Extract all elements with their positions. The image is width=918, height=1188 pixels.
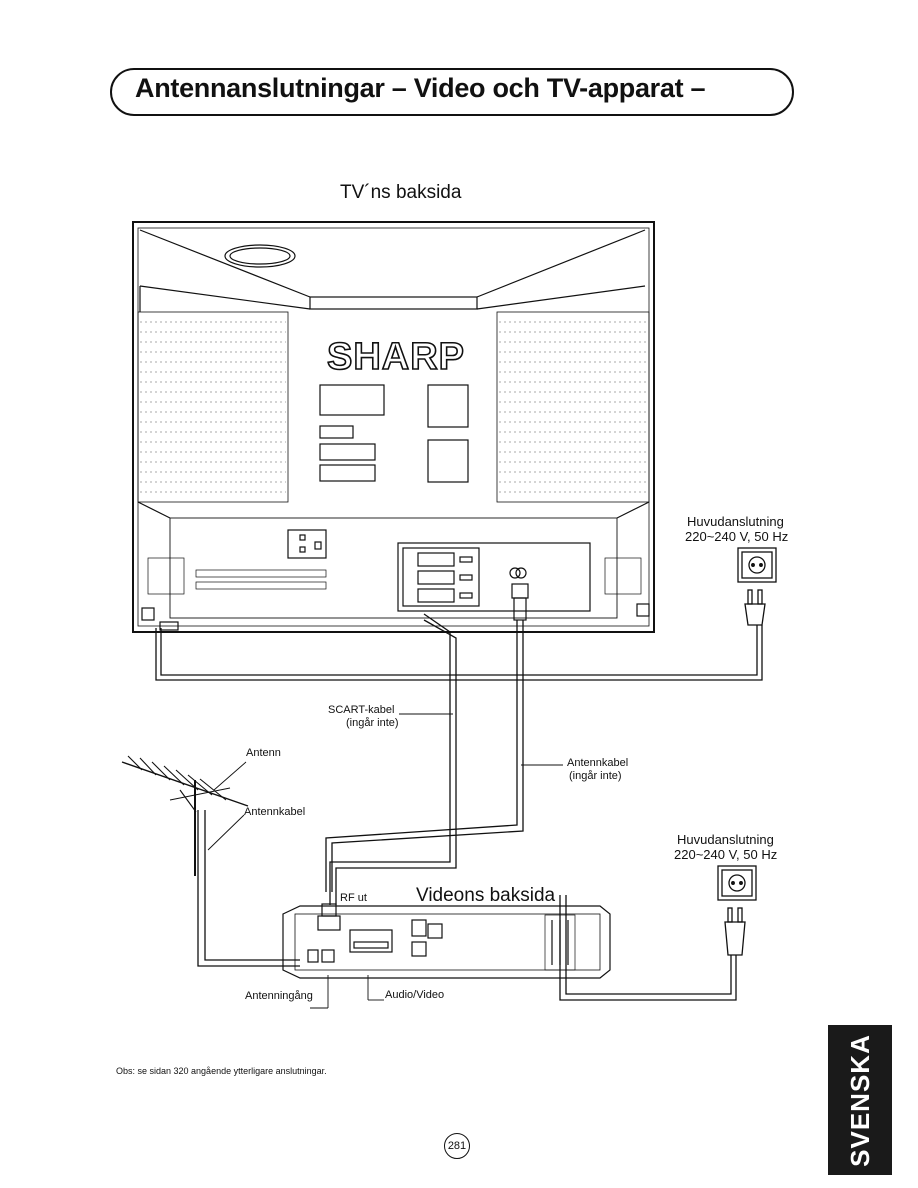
tv-mains-label: Huvudanslutning [687,514,784,529]
antenna-input-label: Antenningång [245,990,313,1002]
language-tab: SVENSKA [828,1025,892,1175]
tv-rear-caption: TV´ns baksida [340,182,462,203]
antenna-cable-right-label: Antennkabel [567,757,629,769]
antenna-label: Antenn [246,747,281,759]
scart-cable-label: SCART-kabel [328,704,395,716]
page-title: Antennanslutningar – Video och TV-appara… [135,73,706,103]
title-frame [110,68,794,116]
footnote: Obs: se sidan 320 angående ytterligare a… [116,1066,327,1076]
audio-video-label: Audio/Video [385,989,445,1001]
tv-mains-spec: 220~240 V, 50 Hz [685,529,789,544]
vcr-rear-caption: Videons baksida [416,885,556,906]
antenna-illustration [121,755,249,876]
rf-out-label: RF ut [340,892,367,904]
scart-cable-note: (ingår inte) [346,717,399,729]
vcr-mains-label: Huvudanslutning [677,832,774,847]
antenna-cable-left-label: Antennkabel [244,806,306,818]
page-number-text: 281 [447,1140,467,1152]
vcr-mains-spec: 220~240 V, 50 Hz [674,847,778,862]
language-tab-label: SVENSKA [844,1033,875,1167]
page-number: 281 [444,1133,470,1159]
svg-text:SHARP: SHARP [327,336,465,378]
tv-rear-illustration [132,221,655,633]
vcr-rear-illustration [282,903,611,979]
antenna-cable-right-note: (ingår inte) [569,770,622,782]
sharp-logo: SHARP [326,335,465,379]
